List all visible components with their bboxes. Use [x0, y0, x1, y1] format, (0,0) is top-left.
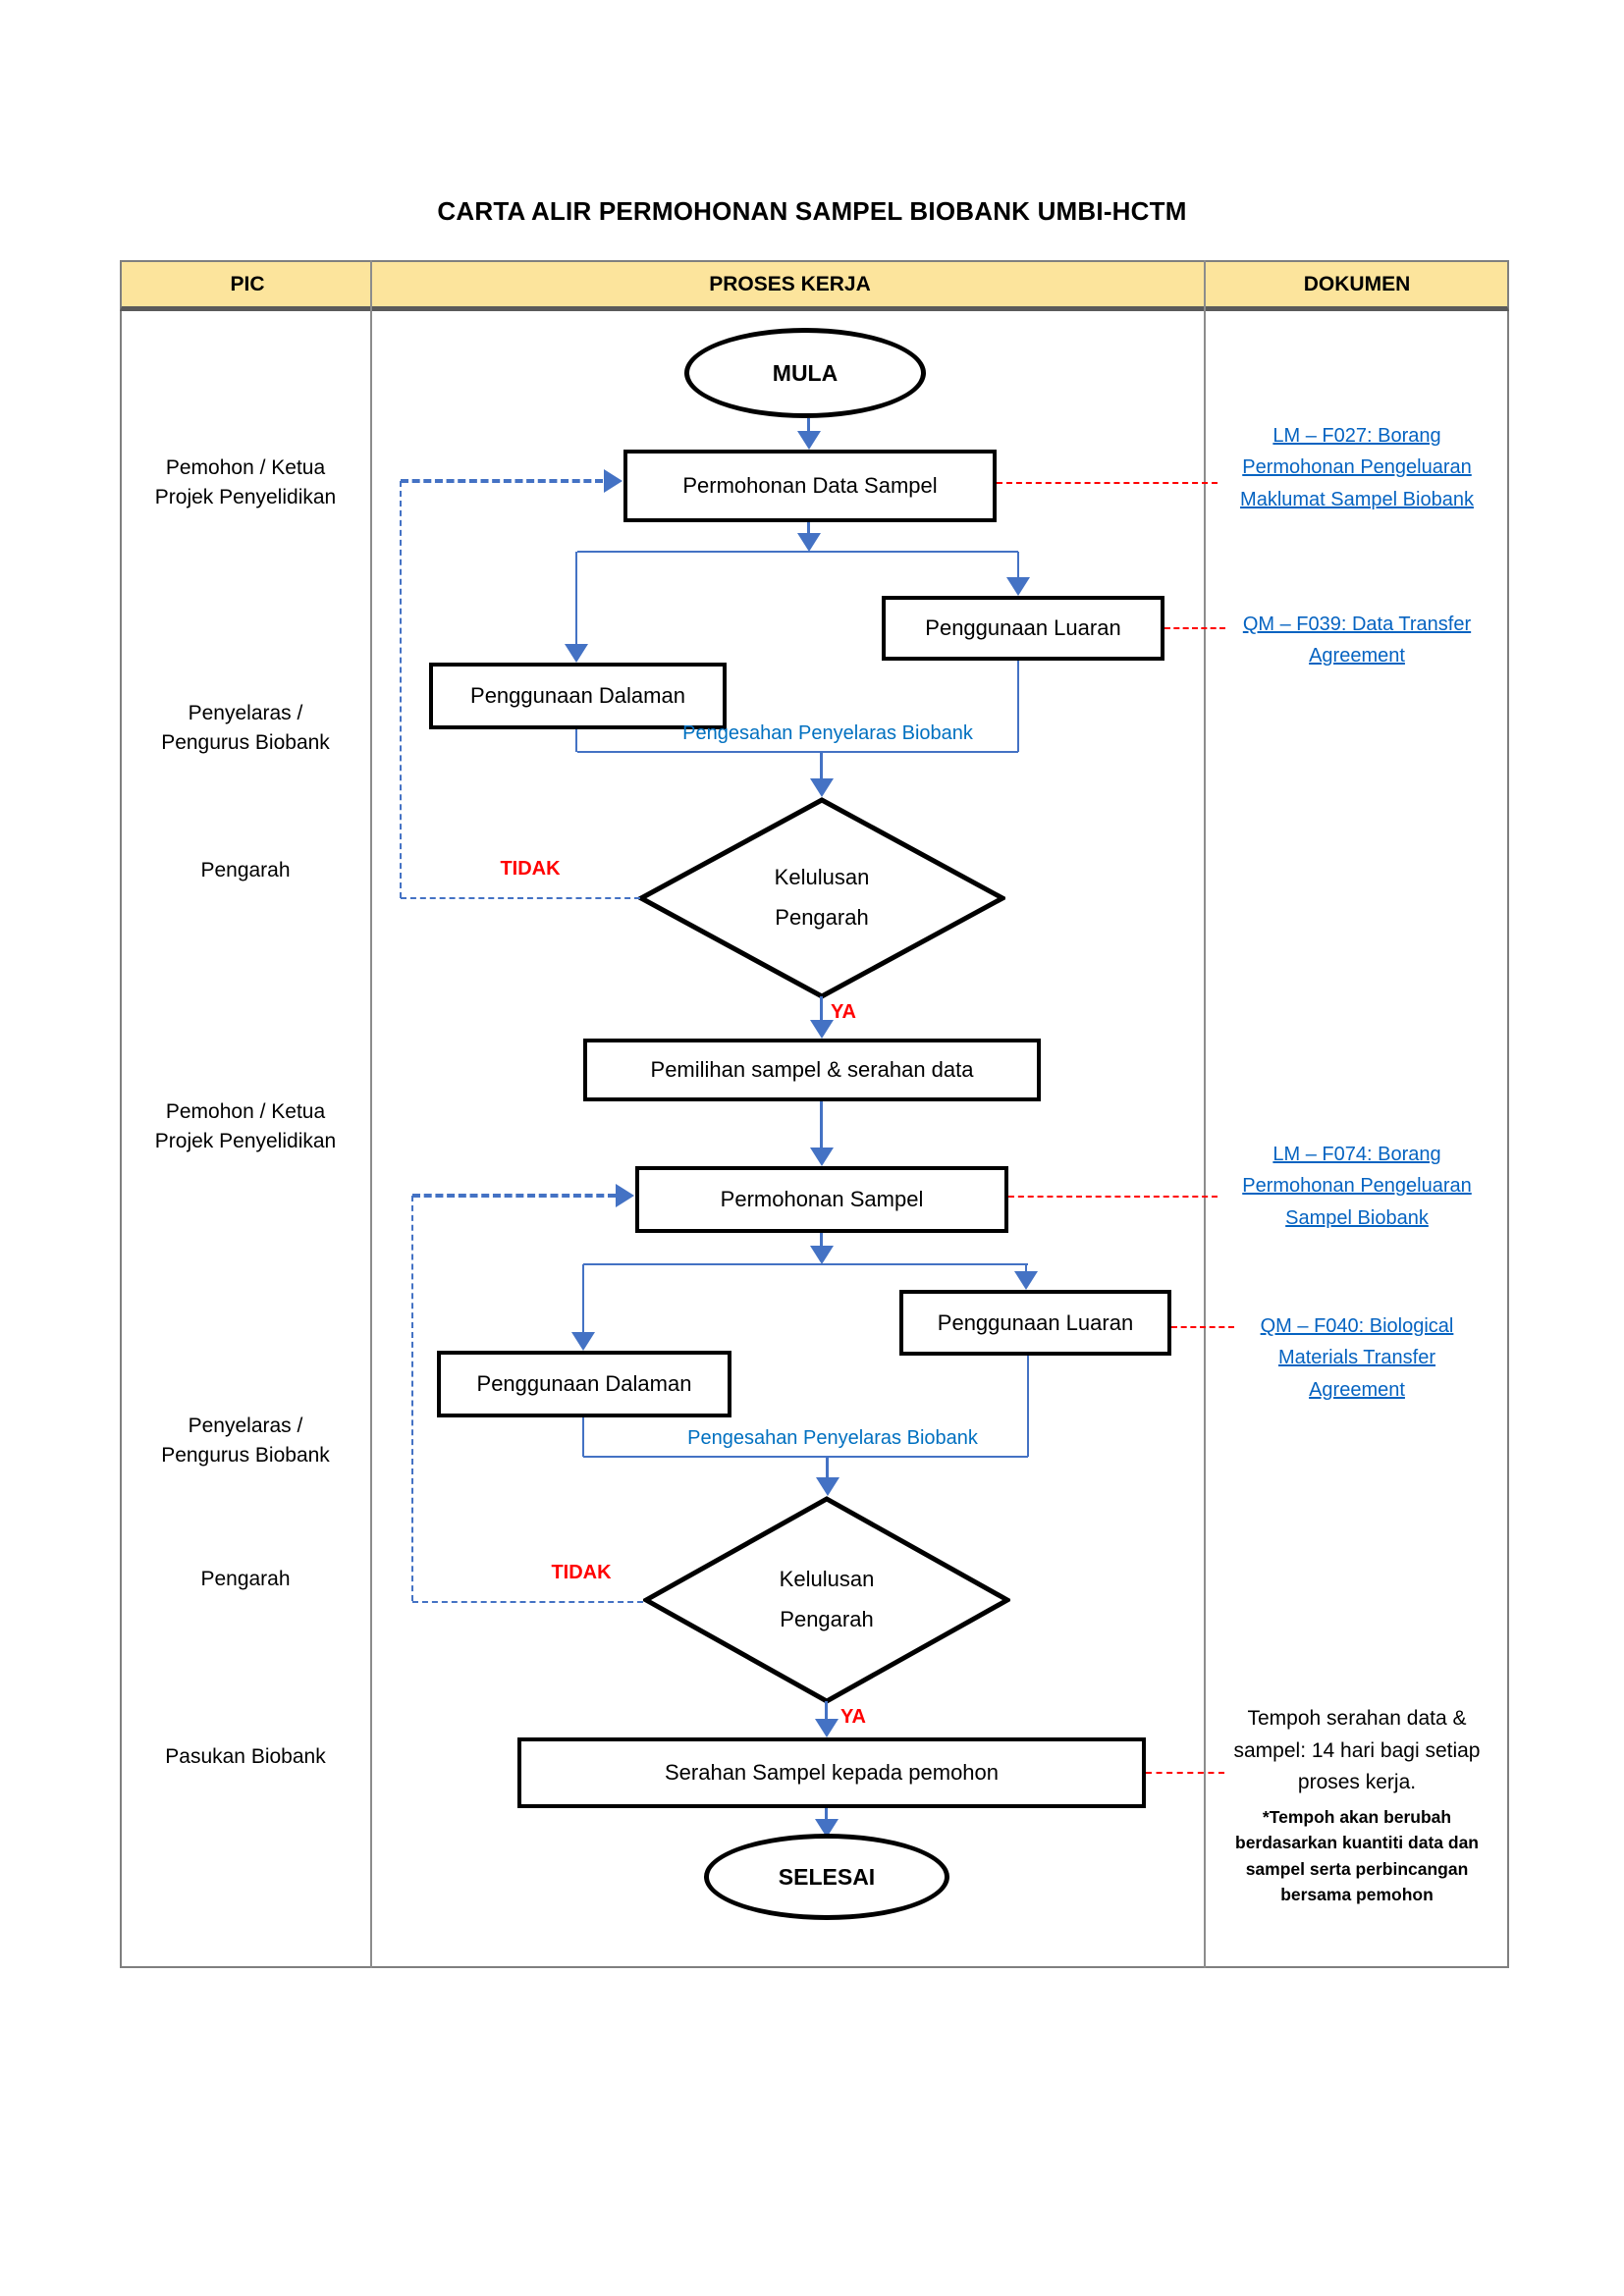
process-permohonan-sampel: Permohonan Sampel: [635, 1166, 1008, 1233]
arrow-serahan-to-end: [825, 1808, 828, 1820]
label-tidak-1: TIDAK: [500, 858, 561, 880]
connector-luaran2-down: [1027, 1356, 1029, 1457]
arrowhead-loop1-into-box1: [604, 469, 623, 493]
process-pemilihan-sampel: Pemilihan sampel & serahan data: [583, 1039, 1041, 1101]
pic-label-penyelaras-2: Penyelaras / Pengurus Biobank: [161, 1415, 330, 1468]
label-tidak-2: TIDAK: [551, 1562, 612, 1583]
process-penggunaan-luaran-2: Penggunaan Luaran: [899, 1290, 1171, 1356]
arrow-start-to-box1: [807, 418, 810, 432]
decision-text-1: Kelulusan Pengarah: [774, 865, 870, 930]
label-pengesahan-2: Pengesahan Penyelaras Biobank: [687, 1427, 978, 1449]
decision-kelulusan-pengarah-1: Kelulusan Pengarah: [635, 797, 1008, 999]
end-terminator: SELESAI: [704, 1834, 949, 1920]
decision-kelulusan-pengarah-2: Kelulusan Pengarah: [640, 1496, 1013, 1704]
arrowhead-into-dalaman-2: [571, 1332, 595, 1351]
arrowhead-into-dalaman-1: [565, 644, 588, 663]
connector-split-1: [577, 551, 1018, 553]
pic-label-pengarah-2: Pengarah: [200, 1568, 291, 1590]
arrow-merge2-to-decision2: [826, 1458, 829, 1477]
loop2-dashed-horizontal: [412, 1601, 643, 1603]
pic-label-penyelaras-1: Penyelaras / Pengurus Biobank: [161, 702, 330, 755]
pic-label-pengarah-1: Pengarah: [200, 859, 291, 881]
arrowhead-decision1-to-pemilihan: [810, 1020, 834, 1039]
note-tempoh-sub: *Tempoh akan berubah berdasarkan kuantit…: [1235, 1807, 1479, 1904]
arrow-box2-to-split: [820, 1233, 823, 1247]
arrowhead-loop2-into-box2: [616, 1184, 634, 1207]
connector-split-2: [583, 1263, 1028, 1265]
loop1-dashed-horizontal: [401, 897, 640, 899]
doc-connector-2: [1164, 627, 1225, 629]
connector-split2-right: [1025, 1264, 1027, 1272]
arrowhead-decision2-to-serahan: [815, 1719, 839, 1737]
page-title: CARTA ALIR PERMOHONAN SAMPEL BIOBANK UMB…: [437, 196, 1187, 226]
connector-split1-left: [575, 552, 577, 644]
doc-connector-4: [1171, 1326, 1234, 1328]
doc-connector-5: [1146, 1772, 1224, 1774]
start-terminator: MULA: [684, 328, 926, 418]
document-link-lm-f074[interactable]: LM – F074: Borang Permohonan Pengeluaran…: [1242, 1144, 1472, 1229]
arrowhead-into-luaran-2: [1014, 1271, 1038, 1290]
connector-merge-2: [583, 1456, 1028, 1458]
process-serahan-sampel: Serahan Sampel kepada pemohon: [517, 1737, 1146, 1808]
arrowhead-box1-to-split: [797, 533, 821, 552]
label-ya-1: YA: [831, 1001, 856, 1023]
loop1-dashed-vertical: [400, 481, 402, 898]
pic-label-pemohon-1: Pemohon / Ketua Projek Penyelidikan: [154, 456, 337, 509]
note-tempoh-main: Tempoh serahan data & sampel: 14 hari ba…: [1233, 1707, 1481, 1794]
arrow-decision1-to-pemilihan: [820, 996, 823, 1021]
arrowhead-into-luaran-1: [1006, 577, 1030, 596]
document-link-lm-f027[interactable]: LM – F027: Borang Permohonan Pengeluaran…: [1240, 425, 1474, 510]
arrow-decision2-to-serahan: [825, 1701, 828, 1720]
arrow-pemilihan-to-box2: [820, 1101, 823, 1148]
process-penggunaan-dalaman-1: Penggunaan Dalaman: [429, 663, 727, 729]
loop1-dashed-return: [401, 479, 603, 483]
column-divider-2: [1204, 260, 1206, 1968]
connector-merge-1: [577, 751, 1018, 753]
column-header-pic: PIC: [230, 272, 265, 295]
arrowhead-merge1-to-decision1: [810, 778, 834, 797]
decision-text-2: Kelulusan Pengarah: [779, 1567, 875, 1631]
table-header-row: PIC PROSES KERJA DOKUMEN: [120, 260, 1509, 311]
pic-label-pasukan-biobank: Pasukan Biobank: [165, 1745, 326, 1768]
process-permohonan-data-sampel: Permohonan Data Sampel: [623, 450, 997, 522]
connector-split1-right: [1017, 552, 1019, 577]
arrowhead-box2-to-split: [810, 1246, 834, 1264]
column-divider-1: [370, 260, 372, 1968]
arrowhead-pemilihan-to-box2: [810, 1148, 834, 1166]
document-link-qm-f039[interactable]: QM – F039: Data Transfer Agreement: [1242, 614, 1472, 667]
arrowhead-start-to-box1: [797, 431, 821, 450]
connector-dalaman1-down: [575, 729, 577, 752]
column-header-dokumen: DOKUMEN: [1303, 272, 1411, 295]
connector-dalaman2-down: [582, 1417, 584, 1457]
label-pengesahan-1: Pengesahan Penyelaras Biobank: [682, 722, 973, 744]
arrow-merge1-to-decision1: [820, 753, 823, 778]
loop2-dashed-return: [412, 1194, 616, 1198]
process-penggunaan-dalaman-2: Penggunaan Dalaman: [437, 1351, 731, 1417]
process-penggunaan-luaran-1: Penggunaan Luaran: [882, 596, 1164, 661]
document-link-qm-f040[interactable]: QM – F040: Biological Materials Transfer…: [1260, 1315, 1454, 1401]
doc-connector-3: [1008, 1196, 1218, 1198]
arrowhead-merge2-to-decision2: [816, 1477, 839, 1496]
connector-split2-left: [582, 1264, 584, 1333]
loop2-dashed-vertical: [411, 1196, 413, 1601]
pic-label-pemohon-2: Pemohon / Ketua Projek Penyelidikan: [154, 1100, 337, 1153]
label-ya-2: YA: [840, 1706, 866, 1728]
doc-connector-1: [997, 482, 1218, 484]
column-header-proses-kerja: PROSES KERJA: [709, 272, 871, 295]
connector-luaran1-down: [1017, 661, 1019, 752]
arrow-box1-to-split: [807, 522, 810, 534]
